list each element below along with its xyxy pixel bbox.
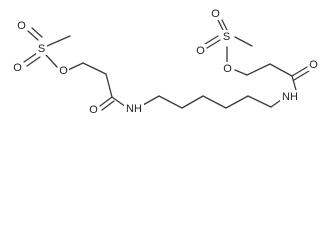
bond-c-o-carbonyl-left-b — [101, 100, 115, 111]
bond-ch2-carbonyl-left — [105, 73, 113, 98]
bond-c-o-carbonyl-right-b — [293, 70, 310, 81]
bond-s-o-sulfonyl-top-left-a — [27, 30, 39, 41]
bond-nh-c1 — [142, 95, 160, 106]
atom-s-right: S — [223, 31, 230, 43]
bond-c2-c3 — [181, 95, 204, 109]
bond-s-o-sulfonyl-bottom-right-a — [206, 39, 221, 49]
atom-nh-right: NH — [282, 91, 298, 103]
bond-ch2-o-ester-right — [234, 69, 248, 76]
bond-s-o-sulfonyl-bottom-left-b — [26, 56, 41, 67]
atom-o-right-ester: O — [223, 63, 232, 75]
atom-o-left-ester: O — [59, 65, 68, 77]
atom-o-left-sulfonyl-bottom: O — [13, 62, 22, 74]
bond-ch2-ch2-left — [82, 62, 107, 75]
bond-s-o-sulfonyl-bottom-left-a — [23, 52, 38, 63]
bond-nh-carbonyl-right — [291, 75, 297, 91]
bond-carbonyl-ch2-right — [269, 63, 293, 77]
bonds — [23, 19, 310, 111]
bond-s-o-sulfonyl-top-right-a — [217, 19, 224, 31]
bond-s-o-ester-left — [45, 54, 58, 68]
bond-c6-nh — [270, 99, 282, 108]
bond-s-o-sulfonyl-top-right-b — [221, 19, 228, 31]
atom-s-left: S — [38, 43, 45, 55]
bond-c5-c6 — [247, 95, 272, 108]
chemical-structure-diagram: S O O O O NH NH O O S O O — [12, 7, 319, 116]
bond-o-ester-ch2-left — [67, 62, 84, 71]
atom-o-right-sulfonyl-top: O — [211, 8, 220, 20]
atom-o-right-sulfonyl-bottom: O — [196, 45, 205, 57]
bond-c1-c2 — [158, 95, 183, 109]
bond-c4-c5 — [225, 95, 249, 109]
bond-c3-c4 — [202, 95, 227, 109]
atom-o-right-carbonyl: O — [309, 59, 318, 71]
bond-methyl-s-left — [46, 35, 71, 47]
bond-s-methyl-right — [234, 36, 253, 47]
bond-c-o-carbonyl-left-a — [99, 96, 113, 107]
atom-labels: S O O O O NH NH O O S O O — [12, 7, 319, 116]
atom-o-left-carbonyl: O — [89, 104, 98, 116]
bond-s-o-sulfonyl-top-left-b — [31, 27, 43, 38]
bond-c-o-carbonyl-right-a — [291, 66, 308, 77]
bond-ch2-ch2-right — [246, 63, 271, 76]
atom-o-left-sulfonyl-top: O — [17, 20, 26, 32]
bond-carbonyl-nh-left — [111, 96, 127, 108]
atom-nh-left: NH — [126, 103, 142, 115]
bond-s-o-sulfonyl-bottom-right-b — [204, 35, 219, 45]
